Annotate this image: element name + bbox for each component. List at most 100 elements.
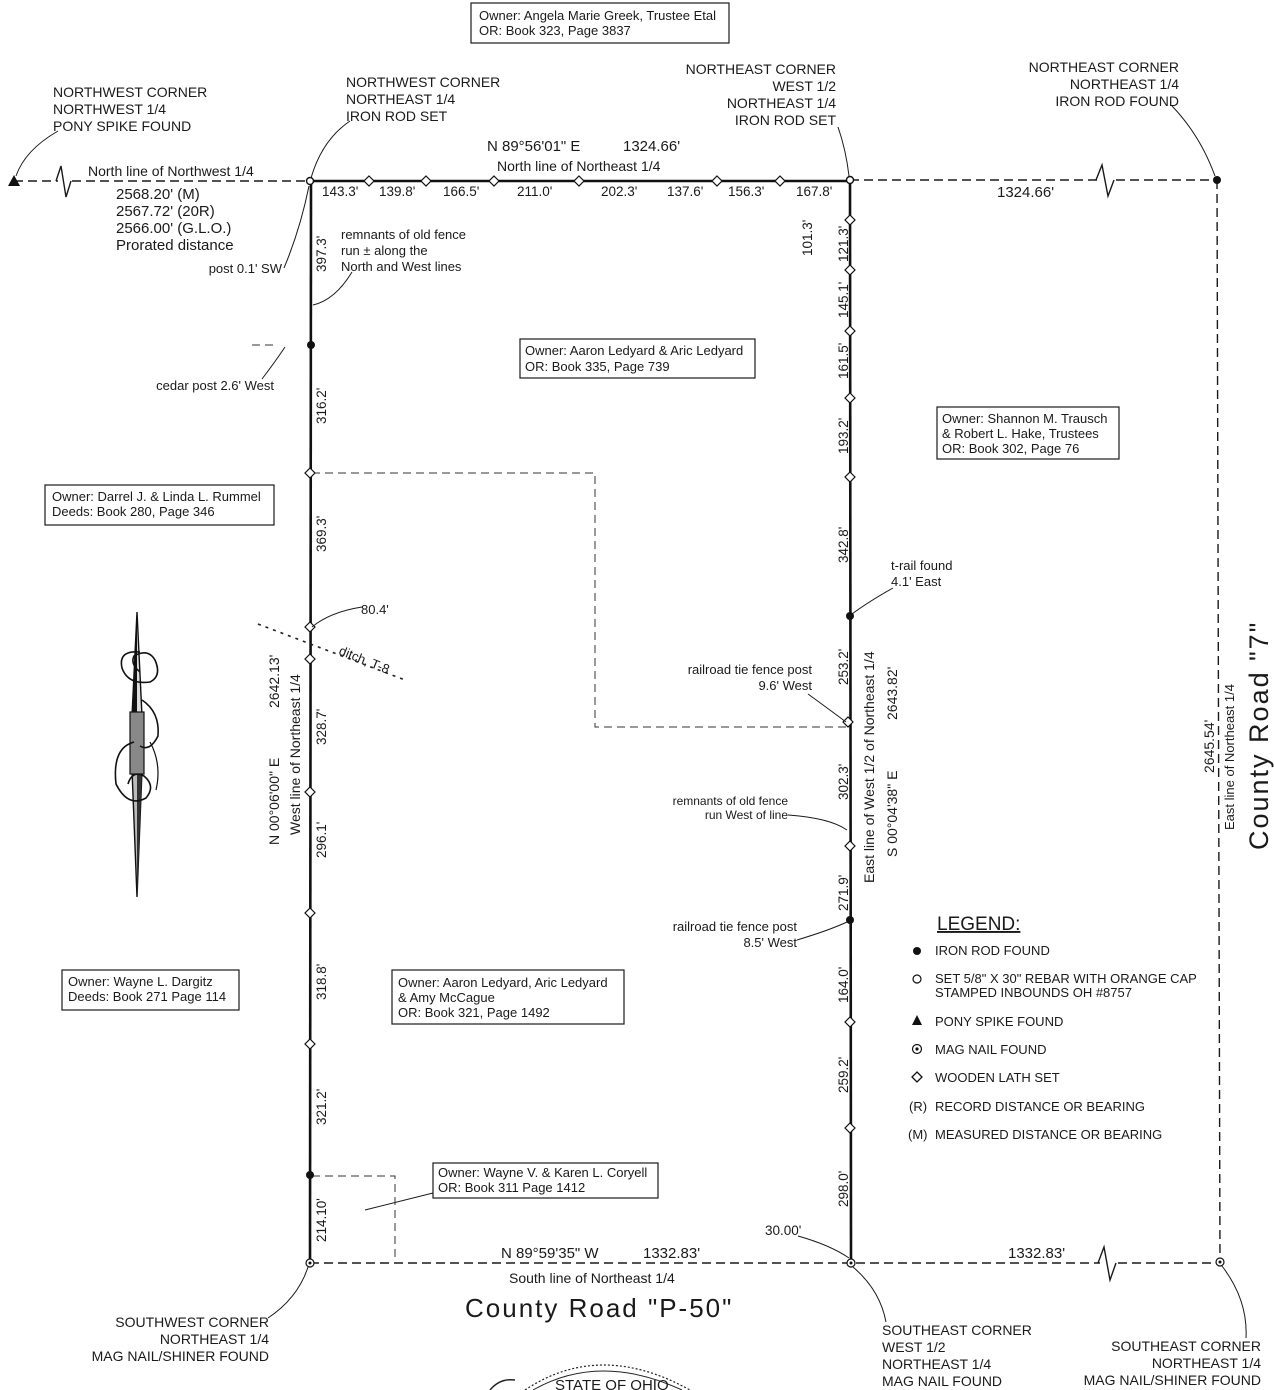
- east-line-ne-quarter: [1216, 179, 1221, 1263]
- corner-ne-west-line4: IRON ROD SET: [735, 112, 837, 128]
- mag-nail-se-center: [849, 1261, 853, 1265]
- corner-nw-nw-line1: NORTHWEST CORNER: [53, 84, 207, 100]
- seal-text: STATE OF OHIO: [555, 1377, 669, 1390]
- east-line-segments: 121.3'145.1'161.5'193.2'342.8'253.2'302.…: [836, 226, 851, 1207]
- owner-greek-line1: Owner: Angela Marie Greek, Trustee Etal: [479, 8, 716, 23]
- surveyor-seal-icon: STATE OF OHIO: [489, 1364, 691, 1390]
- note-ditch: ditch, T-8: [337, 643, 392, 677]
- owner-dargitz-line1: Owner: Wayne L. Dargitz: [68, 974, 213, 989]
- legend-pony-spike-icon: [912, 1015, 922, 1025]
- corner-sw-line3: MAG NAIL/SHINER FOUND: [92, 1348, 269, 1364]
- wooden-lath-markers: [304, 175, 856, 1134]
- east-line-bearing: S 00°04'38" E: [884, 771, 900, 857]
- distance-glo: 2566.00' (G.L.O.): [116, 220, 231, 237]
- wooden-lath-icon: [488, 175, 500, 187]
- owner-rummel-line1: Owner: Darrel J. & Linda L. Rummel: [52, 489, 261, 504]
- note-fence-west-2: run West of line: [705, 808, 788, 822]
- north-line-length: 1324.66': [623, 138, 680, 155]
- wooden-lath-icon: [774, 175, 786, 187]
- corner-se-ne-line1: SOUTHEAST CORNER: [1111, 1338, 1261, 1354]
- iron-rod-found-west2-icon: [306, 1171, 314, 1179]
- far-east-length: 2645.54': [1201, 720, 1217, 773]
- note-rr-post2-2: 8.5' West: [743, 935, 797, 950]
- north-line-ne-label: North line of Northeast 1/4: [497, 158, 661, 174]
- wooden-lath-icon: [363, 175, 375, 187]
- west-segment-label: 369.3': [314, 516, 329, 552]
- corner-nw-nw-line2: NORTHWEST 1/4: [53, 101, 166, 117]
- owner-box-trausch: Owner: Shannon M. Trausch & Robert L. Ha…: [936, 406, 1120, 460]
- corner-se-west-line1: SOUTHEAST CORNER: [882, 1322, 1032, 1338]
- north-segment-label: 167.8': [796, 184, 832, 199]
- owner-box-rummel: Owner: Darrel J. & Linda L. Rummel Deeds…: [44, 484, 275, 526]
- corner-se-ne: SOUTHEAST CORNER NORTHEAST 1/4 MAG NAIL/…: [1084, 1265, 1261, 1388]
- wooden-lath-icon: [844, 1122, 856, 1134]
- corner-nw-ne-line2: NORTHEAST 1/4: [346, 91, 455, 107]
- west-segment-label: 296.1': [314, 822, 329, 858]
- east-segment-label: 161.5': [836, 343, 851, 379]
- county-road-7: County Road "7": [1244, 621, 1274, 850]
- legend-r-symbol: (R): [909, 1099, 927, 1114]
- break-symbol-se: [1097, 1244, 1117, 1283]
- legend-label-mag-nail: MAG NAIL FOUND: [935, 1042, 1046, 1057]
- wooden-lath-icon: [304, 907, 316, 919]
- owner-ledyard2-line3: OR: Book 321, Page 1492: [398, 1005, 550, 1020]
- wooden-lath-icon: [304, 1038, 316, 1050]
- wooden-lath-icon: [573, 175, 585, 187]
- east-line-label: East line of West 1/2 of Northeast 1/4: [861, 651, 877, 883]
- legend: LEGEND: (R) (M) IRON ROD FOUND SET 5/8" …: [908, 914, 1197, 1142]
- fence-post-icon: [842, 716, 854, 728]
- corner-se-west-line3: NORTHEAST 1/4: [882, 1356, 991, 1372]
- county-road-p50: County Road "P-50": [465, 1293, 733, 1323]
- legend-iron-rod-icon: [913, 947, 921, 955]
- legend-label-pony-spike: PONY SPIKE FOUND: [935, 1014, 1063, 1029]
- wooden-lath-icon: [304, 653, 316, 665]
- west-segment-label: 328.7': [314, 709, 329, 745]
- wooden-lath-icon: [844, 471, 856, 483]
- note-rr-post1-2: 9.6' West: [758, 678, 812, 693]
- corner-ne-west-line1: NORTHEAST CORNER: [686, 61, 836, 77]
- corner-ne-west-line2: WEST 1/2: [772, 78, 836, 94]
- east-segment-label: 302.3': [836, 764, 851, 800]
- corner-ne-west: NORTHEAST CORNER WEST 1/2 NORTHEAST 1/4 …: [686, 61, 850, 177]
- owner-trausch-line2: & Robert L. Hake, Trustees: [942, 426, 1099, 441]
- corner-se-west-line2: WEST 1/2: [882, 1339, 946, 1355]
- north-segment-label: 211.0': [517, 184, 552, 199]
- corner-ne-west-line3: NORTHEAST 1/4: [727, 95, 836, 111]
- wooden-lath-icon: [304, 467, 316, 479]
- corner-se-ne-line3: MAG NAIL/SHINER FOUND: [1084, 1372, 1261, 1388]
- owner-box-greek: Owner: Angela Marie Greek, Trustee Etal …: [470, 2, 730, 44]
- coryell-leader: [364, 1192, 434, 1211]
- east-segment-label: 253.2': [836, 649, 851, 685]
- wooden-lath-icon: [844, 392, 856, 404]
- wooden-lath-icon: [844, 214, 856, 226]
- wooden-lath-icon: [711, 175, 723, 187]
- owner-ledyard2-line2: & Amy McCague: [398, 990, 495, 1005]
- coryell-parcel-dashed: [312, 1175, 396, 1262]
- distance-measured: 2568.20' (M): [116, 186, 200, 203]
- inner-parcel-dashed: [312, 472, 848, 728]
- corner-nw-nw-line3: PONY SPIKE FOUND: [53, 118, 191, 134]
- owner-trausch-line1: Owner: Shannon M. Trausch: [942, 411, 1107, 426]
- note-fence-remnants-2: run ± along the: [341, 243, 428, 258]
- iron-rod-set-nw-icon: [305, 176, 315, 186]
- owner-dargitz-line2: Deeds: Book 271 Page 114: [68, 989, 226, 1004]
- corner-nw-ne-line1: NORTHWEST CORNER: [346, 74, 500, 90]
- west-segment-label: 316.2': [314, 388, 329, 424]
- owner-box-dargitz: Owner: Wayne L. Dargitz Deeds: Book 271 …: [61, 969, 240, 1011]
- west-line-bearing: N 00°06'00" E: [266, 758, 282, 845]
- wooden-lath-icon: [844, 840, 856, 852]
- corner-nw-ne: NORTHWEST CORNER NORTHEAST 1/4 IRON ROD …: [310, 74, 500, 179]
- west-segment-label: 397.3': [314, 236, 329, 272]
- east-line-offset: 101.3': [800, 220, 815, 256]
- owner-box-ledyard1: Owner: Aaron Ledyard & Aric Ledyard OR: …: [519, 338, 756, 379]
- east-segment-label: 145.1': [836, 282, 851, 318]
- east-segment-label: 342.8': [836, 527, 851, 563]
- note-fence-remnants-3: North and West lines: [341, 259, 462, 274]
- north-segment-label: 139.8': [379, 184, 415, 199]
- south-line-label: South line of Northeast 1/4: [509, 1270, 675, 1286]
- note-rr-post2-1: railroad tie fence post: [673, 919, 798, 934]
- legend-label-lath: WOODEN LATH SET: [935, 1070, 1060, 1085]
- north-line-nw-label: North line of Northwest 1/4: [88, 163, 254, 179]
- owner-rummel-line2: Deeds: Book 280, Page 346: [52, 504, 215, 519]
- south-line-length: 1332.83': [643, 1245, 700, 1262]
